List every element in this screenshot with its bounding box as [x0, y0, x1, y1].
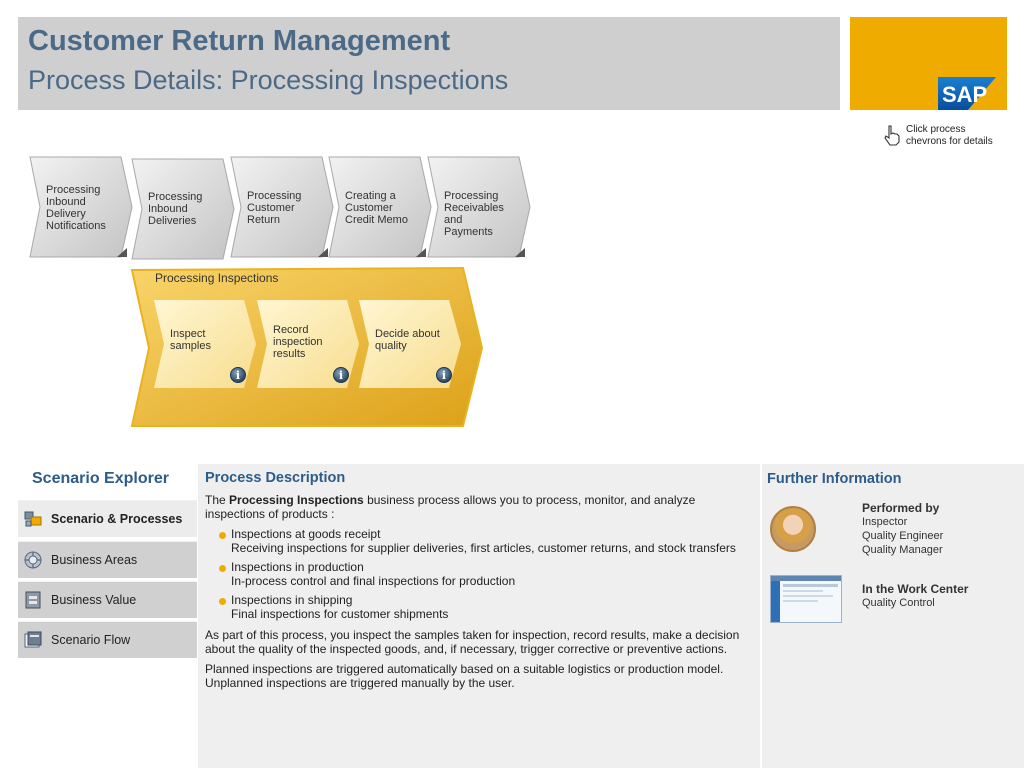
substep-label: Decide about quality — [375, 328, 440, 352]
info-icon[interactable]: i — [436, 367, 452, 383]
sap-logo: SAP — [938, 77, 996, 110]
performed-by-heading: Performed by — [862, 501, 940, 515]
inspections-title: Processing Inspections — [155, 271, 279, 285]
work-center-block: In the Work Center Quality Control — [862, 582, 968, 610]
role-quality-engineer: Quality Engineer — [862, 530, 944, 542]
chevron-creating-customer-credit-memo[interactable]: Creating a Customer Credit Memo — [328, 156, 432, 258]
page-subtitle: Process Details: Processing Inspections — [28, 65, 509, 95]
info-icon[interactable]: i — [230, 367, 246, 383]
nav-label: Scenario Flow — [51, 633, 131, 647]
substep-record-inspection-results[interactable]: Record inspection results i — [257, 300, 361, 388]
processing-inspections-panel[interactable]: Processing Inspections Inspect samples i… — [129, 266, 485, 428]
page-title: Customer Return Management — [28, 25, 451, 57]
chevron-processing-inbound-delivery-notifications[interactable]: Processing Inbound Delivery Notification… — [29, 156, 133, 258]
substep-label: Inspect samples — [170, 328, 211, 352]
hint-text: Click process chevrons for details — [906, 124, 993, 147]
chevron-processing-receivables-payments[interactable]: Processing Receivables and Payments — [427, 156, 531, 258]
substep-label: Record inspection results — [273, 324, 323, 360]
further-information-panel: Further Information Performed by Inspect… — [762, 464, 1024, 768]
nav-label: Scenario & Processes — [51, 512, 183, 526]
description-intro: The Processing Inspections business proc… — [205, 493, 696, 521]
scenario-flow-icon — [24, 631, 42, 648]
chevron-label: Creating a Customer Credit Memo — [345, 190, 408, 226]
work-center-thumbnail — [770, 575, 842, 623]
bullet-production: Inspections in production In-process con… — [205, 560, 740, 588]
work-center-heading: In the Work Center — [862, 582, 969, 596]
nav-label: Business Value — [51, 593, 137, 607]
business-areas-icon — [24, 551, 42, 569]
chevron-label: Processing Inbound Delivery Notification… — [46, 184, 106, 232]
business-value-icon — [25, 591, 41, 609]
chevron-label: Processing Receivables and Payments — [444, 190, 504, 238]
avatar — [770, 506, 816, 552]
process-description-body: The Processing Inspections business proc… — [205, 493, 740, 690]
performed-by-block: Performed by Inspector Quality Engineer … — [862, 501, 943, 557]
nav-scenario-flow[interactable]: Scenario Flow — [18, 621, 197, 658]
process-description-panel: Process Description The Processing Inspe… — [198, 464, 760, 768]
logo-panel: SAP — [850, 17, 1007, 110]
hand-pointer-icon — [884, 125, 900, 146]
description-paragraph-2: Planned inspections are triggered automa… — [205, 662, 724, 690]
bullet-shipping: Inspections in shipping Final inspection… — [205, 593, 740, 621]
scenario-explorer-title: Scenario Explorer — [32, 470, 169, 487]
nav-scenario-processes[interactable]: Scenario & Processes — [18, 500, 197, 537]
bullet-goods-receipt: Inspections at goods receipt Receiving i… — [205, 527, 740, 555]
substep-decide-about-quality[interactable]: Decide about quality i — [359, 300, 463, 388]
header-banner: Customer Return Management Process Detai… — [18, 17, 840, 110]
chevron-label: Processing Inbound Deliveries — [148, 191, 203, 227]
further-information-heading: Further Information — [767, 471, 902, 487]
info-icon[interactable]: i — [333, 367, 349, 383]
description-paragraph-1: As part of this process, you inspect the… — [205, 628, 740, 656]
chevron-processing-inbound-deliveries[interactable]: Processing Inbound Deliveries — [131, 158, 235, 260]
process-description-heading: Process Description — [205, 470, 346, 486]
scenario-processes-icon — [24, 511, 42, 527]
nav-label: Business Areas — [51, 553, 138, 567]
nav-business-value[interactable]: Business Value — [18, 581, 197, 618]
svg-text:SAP: SAP — [942, 82, 987, 107]
role-quality-manager: Quality Manager — [862, 544, 943, 556]
work-center-value: Quality Control — [862, 597, 935, 609]
role-inspector: Inspector — [862, 516, 908, 528]
chevron-processing-customer-return[interactable]: Processing Customer Return — [230, 156, 334, 258]
substep-inspect-samples[interactable]: Inspect samples i — [154, 300, 258, 388]
chevron-label: Processing Customer Return — [247, 190, 302, 226]
nav-business-areas[interactable]: Business Areas — [18, 541, 197, 578]
